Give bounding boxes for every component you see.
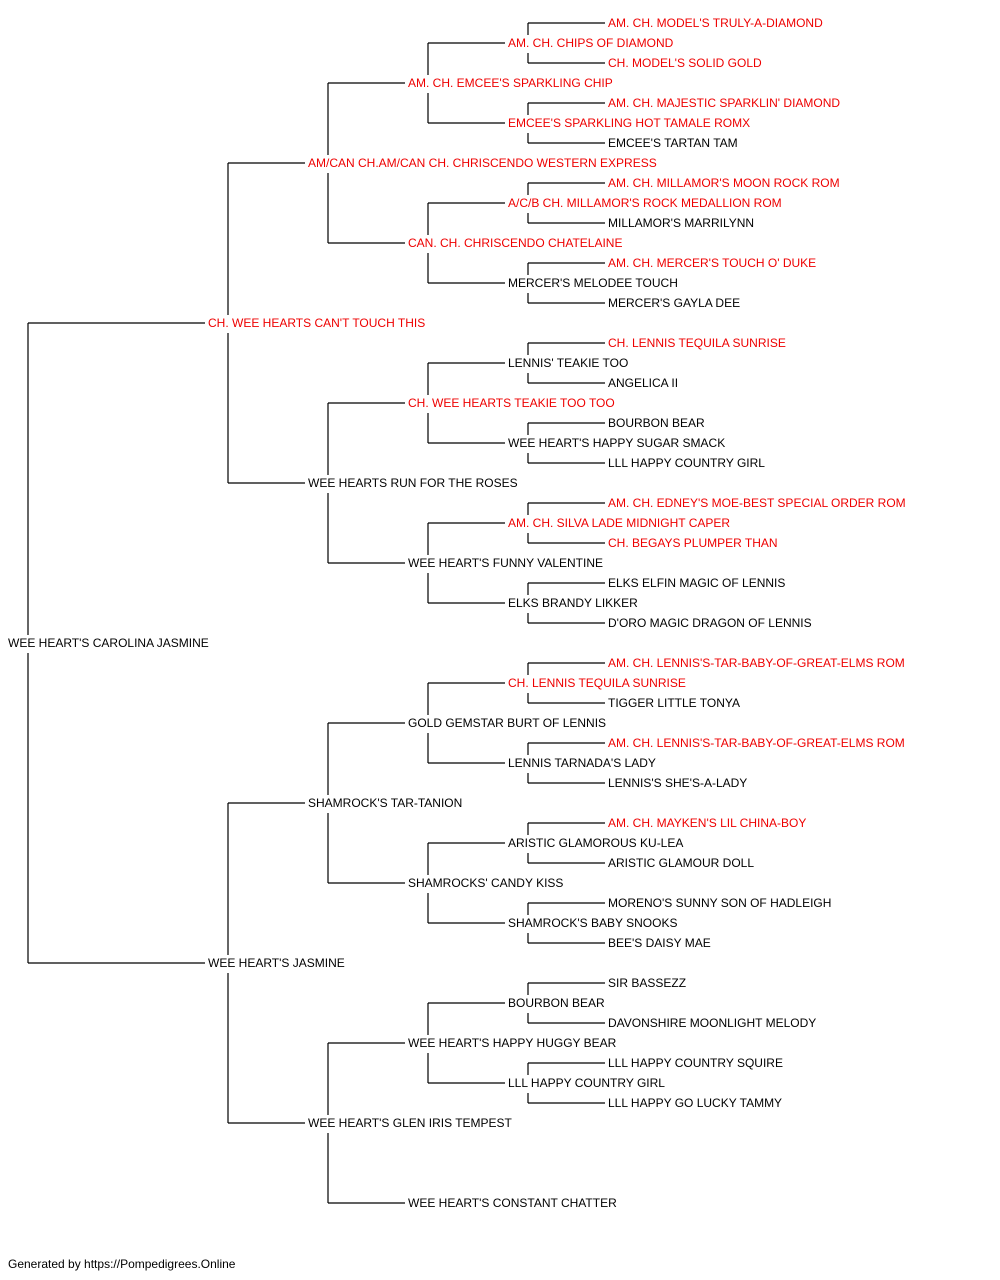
sire-name: WEE HEART'S HAPPY HUGGY BEAR [408,1036,617,1050]
dam-name: WEE HEART'S FUNNY VALENTINE [408,556,603,570]
sire-name: AM. CH. MAJESTIC SPARKLIN' DIAMOND [608,96,841,110]
dam-name: MILLAMOR'S MARRILYNN [608,216,755,230]
dam-name: SHAMROCK'S BABY SNOOKS [508,916,678,930]
sire-name: AM. CH. EMCEE'S SPARKLING CHIP [408,76,613,90]
dam-name: WEE HEART'S GLEN IRIS TEMPEST [308,1116,512,1130]
sire-name: AM. CH. MERCER'S TOUCH O' DUKE [608,256,817,270]
dam-name: CH. BEGAYS PLUMPER THAN [608,536,778,550]
dam-name: DAVONSHIRE MOONLIGHT MELODY [608,1016,817,1030]
dam-name: WEE HEARTS RUN FOR THE ROSES [308,476,518,490]
dam-name: ELKS BRANDY LIKKER [508,596,638,610]
dam-name: TIGGER LITTLE TONYA [608,696,741,710]
subject-name: WEE HEART'S CAROLINA JASMINE [8,636,209,650]
sire-name: BOURBON BEAR [608,416,705,430]
sire-name: CH. WEE HEARTS TEAKIE TOO TOO [408,396,615,410]
sire-name: AM/CAN CH.AM/CAN CH. CHRISCENDO WESTERN … [308,156,657,170]
sire-name: MORENO'S SUNNY SON OF HADLEIGH [608,896,832,910]
dam-name: ANGELICA II [608,376,679,390]
sire-name: A/C/B CH. MILLAMOR'S ROCK MEDALLION ROM [508,196,782,210]
dam-name: CH. MODEL'S SOLID GOLD [608,56,762,70]
sire-name: CH. LENNIS TEQUILA SUNRISE [508,676,686,690]
dam-name: MERCER'S GAYLA DEE [608,296,741,310]
dam-name: LLL HAPPY COUNTRY GIRL [508,1076,665,1090]
sire-name: ELKS ELFIN MAGIC OF LENNIS [608,576,786,590]
dam-name: LLL HAPPY GO LUCKY TAMMY [608,1096,783,1110]
dam-name: SHAMROCKS' CANDY KISS [408,876,564,890]
dam-name: EMCEE'S SPARKLING HOT TAMALE ROMX [508,116,751,130]
sire-name: AM. CH. MODEL'S TRULY-A-DIAMOND [608,16,823,30]
sire-name: SHAMROCK'S TAR-TANION [308,796,463,810]
dam-name: LLL HAPPY COUNTRY GIRL [608,456,765,470]
sire-name: CH. WEE HEARTS CAN'T TOUCH THIS [208,316,426,330]
dam-name: WEE HEART'S CONSTANT CHATTER [408,1196,617,1210]
dam-name: LENNIS TARNADA'S LADY [508,756,656,770]
sire-name: GOLD GEMSTAR BURT OF LENNIS [408,716,607,730]
sire-name: AM. CH. MILLAMOR'S MOON ROCK ROM [608,176,840,190]
sire-name: CH. LENNIS TEQUILA SUNRISE [608,336,786,350]
sire-name: SIR BASSEZZ [608,976,687,990]
dam-name: ARISTIC GLAMOUR DOLL [608,856,755,870]
sire-name: AM. CH. SILVA LADE MIDNIGHT CAPER [508,516,731,530]
dam-name: MERCER'S MELODEE TOUCH [508,276,678,290]
dam-name: CAN. CH. CHRISCENDO CHATELAINE [408,236,623,250]
sire-name: LENNIS' TEAKIE TOO [508,356,629,370]
sire-name: AM. CH. LENNIS'S-TAR-BABY-OF-GREAT-ELMS … [608,656,905,670]
sire-name: BOURBON BEAR [508,996,605,1010]
dam-name: D'ORO MAGIC DRAGON OF LENNIS [608,616,812,630]
dam-name: EMCEE'S TARTAN TAM [608,136,738,150]
sire-name: AM. CH. LENNIS'S-TAR-BABY-OF-GREAT-ELMS … [608,736,905,750]
sire-name: AM. CH. EDNEY'S MOE-BEST SPECIAL ORDER R… [608,496,906,510]
sire-name: LLL HAPPY COUNTRY SQUIRE [608,1056,783,1070]
dam-name: LENNIS'S SHE'S-A-LADY [608,776,748,790]
dam-name: WEE HEART'S HAPPY SUGAR SMACK [508,436,726,450]
footer-credit: Generated by https://Pompedigrees.Online [8,1257,236,1271]
sire-name: AM. CH. MAYKEN'S LIL CHINA-BOY [608,816,807,830]
dam-name: BEE'S DAISY MAE [608,936,711,950]
dam-name: WEE HEART'S JASMINE [208,956,345,970]
sire-name: AM. CH. CHIPS OF DIAMOND [508,36,674,50]
sire-name: ARISTIC GLAMOROUS KU-LEA [508,836,684,850]
